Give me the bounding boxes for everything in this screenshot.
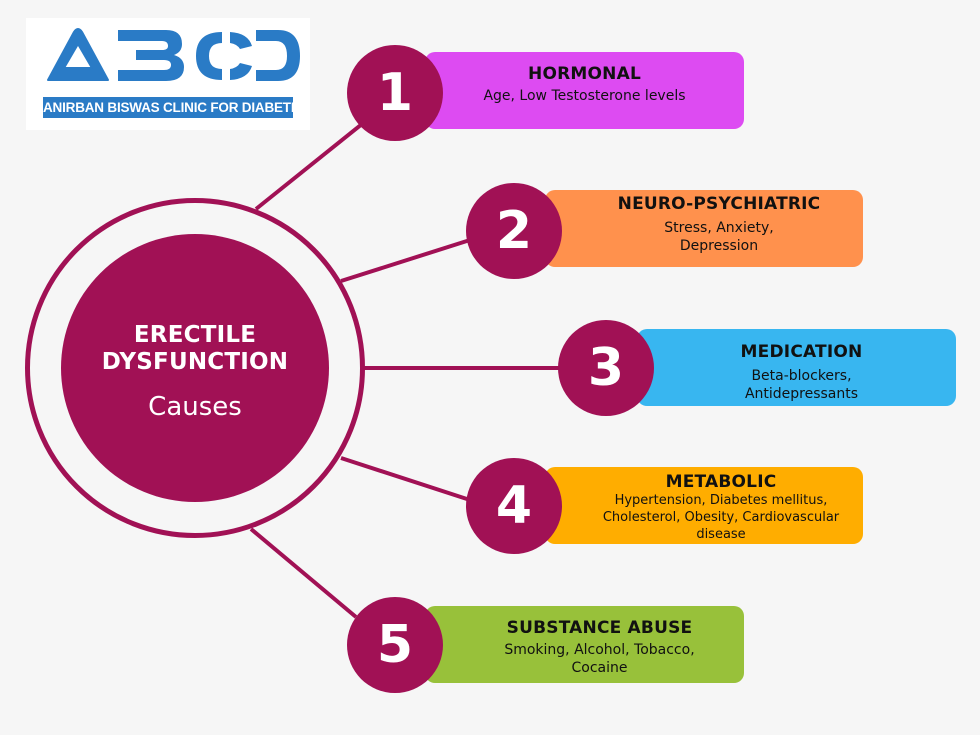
cause-card-neuro-psychiatric: NEURO-PSYCHIATRIC Stress, Anxiety, Depre… <box>545 190 863 267</box>
cause-description: Beta-blockers, Antidepressants <box>744 368 859 402</box>
cause-number-badge: 5 <box>347 597 443 693</box>
cause-description: Smoking, Alcohol, Tobacco, Cocaine <box>504 642 695 676</box>
cause-card-medication: MEDICATION Beta-blockers, Antidepressant… <box>637 329 956 406</box>
abcd-logo-mark-icon <box>47 28 300 81</box>
hub-circle: ERECTILE DYSFUNCTION Causes <box>61 234 329 502</box>
cause-number-badge: 4 <box>466 458 562 554</box>
cause-number-badge: 1 <box>347 45 443 141</box>
connector-5 <box>249 527 358 619</box>
connector-2 <box>340 238 471 283</box>
cause-title: SUBSTANCE ABUSE <box>506 618 693 638</box>
cause-description: Hypertension, Diabetes mellitus, Cholest… <box>602 493 840 542</box>
cause-title: MEDICATION <box>740 342 863 362</box>
cause-title: HORMONAL <box>528 64 641 84</box>
logo-tagline: ANIRBAN BISWAS CLINIC FOR DIABETES <box>43 97 309 118</box>
cause-title: NEURO-PSYCHIATRIC <box>617 194 821 214</box>
clinic-logo: ANIRBAN BISWAS CLINIC FOR DIABETES <box>26 18 310 130</box>
cause-card-hormonal: HORMONAL Age, Low Testosterone levels <box>425 52 744 129</box>
cause-description: Stress, Anxiety, Depression <box>664 220 774 254</box>
hub-title: ERECTILE DYSFUNCTION <box>61 322 329 376</box>
hub-outer-ring <box>25 198 365 538</box>
connector-1 <box>254 122 364 211</box>
connector-4 <box>340 456 471 502</box>
cause-number-badge: 3 <box>558 320 654 416</box>
hub-title-line-2: DYSFUNCTION <box>101 349 289 375</box>
cause-card-substance-abuse: SUBSTANCE ABUSE Smoking, Alcohol, Tobacc… <box>425 606 744 683</box>
cause-description: Age, Low Testosterone levels <box>483 88 686 104</box>
cause-title: METABOLIC <box>665 472 777 492</box>
cause-number-badge: 2 <box>466 183 562 279</box>
hub-subtitle: Causes <box>148 392 242 422</box>
hub-title-line-1: ERECTILE <box>133 322 257 348</box>
cause-card-metabolic: METABOLIC Hypertension, Diabetes mellitu… <box>545 467 863 544</box>
